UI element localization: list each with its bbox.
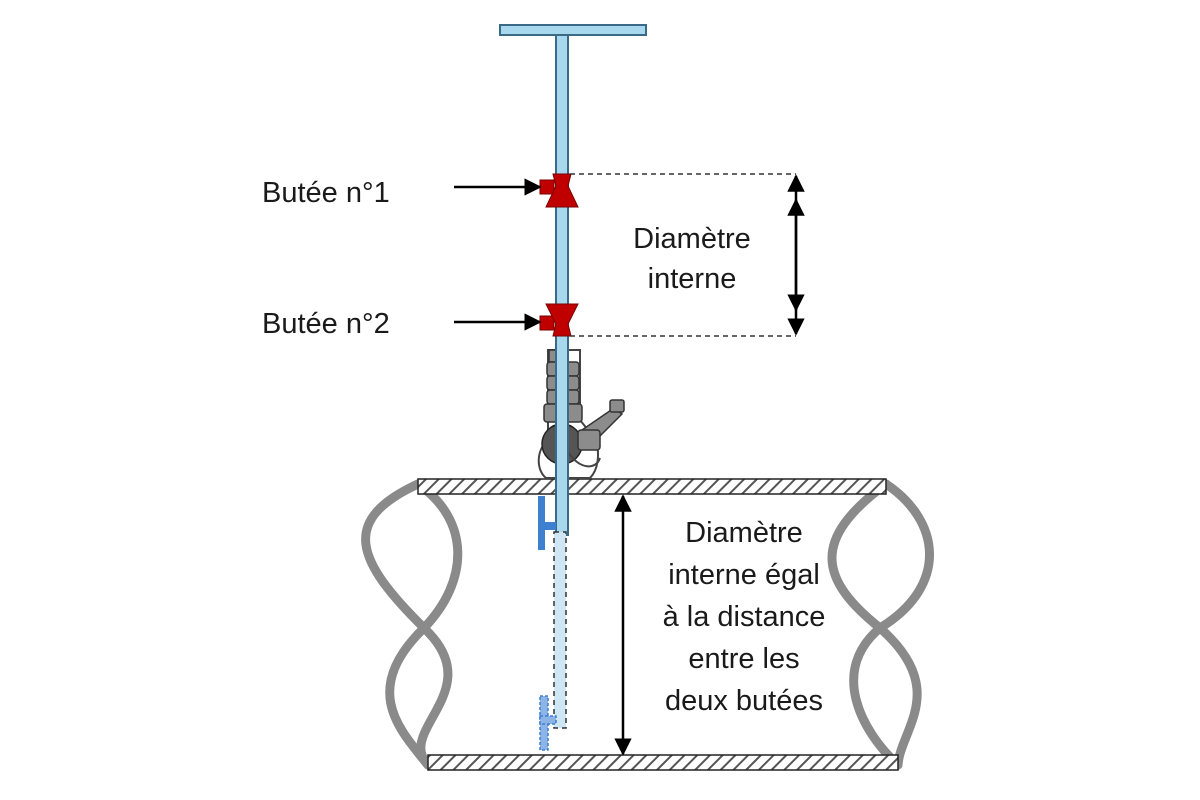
rod-shaft [555,34,569,536]
stop-2-label: Butée n°2 [262,308,390,340]
pipe-left-break-line [361,479,453,770]
measuring-rod [499,24,647,751]
stop-1-label: Butée n°1 [262,177,390,209]
pipe-left-break-line-inner [385,479,463,770]
rod-foot-lower [539,695,557,751]
pipe-right-break-line-inner [849,479,934,770]
inner-diameter-label: Diamètre interne [633,223,751,295]
rod-handle [499,24,647,36]
svg-text:à la distance: à la distance [663,601,826,633]
svg-text:interne: interne [648,263,737,295]
explanation-label: Diamètre interne égal à la distance entr… [663,517,826,717]
svg-text:interne égal: interne égal [668,559,820,591]
pipe-top-wall [417,478,887,495]
stop-2-marker [539,303,579,337]
pipe [361,478,934,771]
stop-1-marker [539,173,579,208]
svg-text:Diamètre: Diamètre [633,223,751,255]
pipe-right-break-line [827,479,922,770]
svg-text:entre les: entre les [688,643,799,675]
rod-shaft-inserted [553,531,567,729]
gate-valve-icon [537,349,625,479]
pipe-bottom-wall [427,754,899,771]
svg-text:deux butées: deux butées [665,685,823,717]
svg-text:Diamètre: Diamètre [685,517,803,549]
